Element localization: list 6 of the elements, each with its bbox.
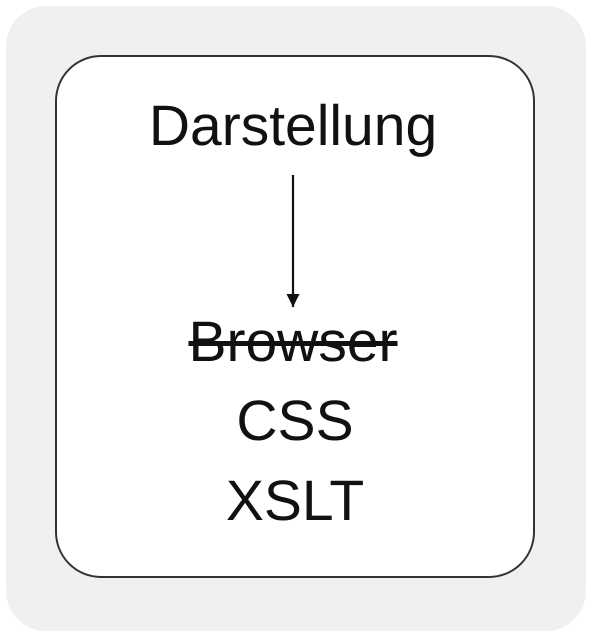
rounded-box: [55, 55, 535, 578]
heading-text: Darstellung: [148, 95, 438, 158]
arrow: [286, 175, 300, 307]
struck-text: Browser: [187, 311, 399, 374]
label-text: XSLT: [224, 470, 366, 533]
label-text: CSS: [235, 390, 355, 453]
